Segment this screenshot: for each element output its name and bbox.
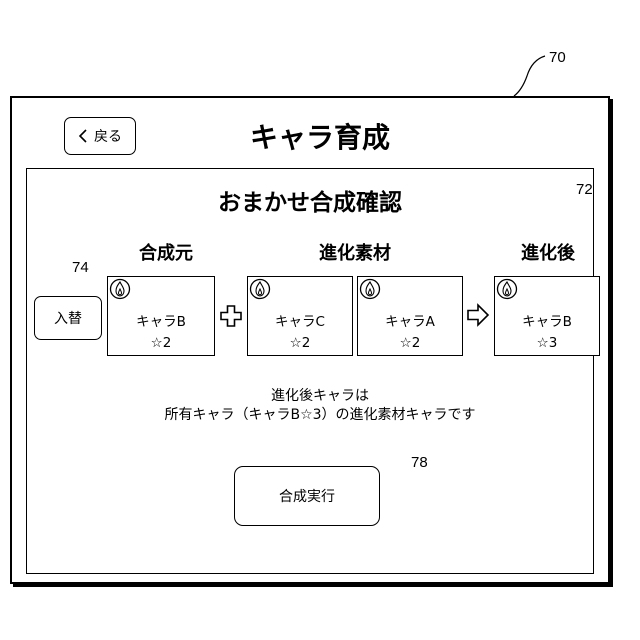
character-name: キャラC [248,310,352,330]
execute-synthesis-button[interactable]: 合成実行 [234,466,380,526]
fire-icon [109,278,131,300]
column-header-materials: 進化素材 [300,239,410,265]
page-title: キャラ育成 [190,116,450,156]
ref-numeral-execute: 78 [411,454,428,471]
plus-icon [219,304,243,328]
character-name: キャラB [108,310,214,330]
ref-numeral-screen: 70 [549,49,566,66]
fire-icon [496,278,518,300]
message-line-2: 所有キャラ（キャラB☆3）の進化素材キャラです [130,404,510,424]
ref-numeral-swap: 74 [72,259,89,276]
chevron-left-icon [78,129,88,143]
back-button-label: 戻る [94,126,122,146]
material-character-card[interactable]: キャラC ☆2 [247,276,353,356]
material-character-card[interactable]: キャラA ☆2 [357,276,463,356]
swap-button[interactable]: 入替 [34,296,102,340]
back-button[interactable]: 戻る [64,117,136,155]
dialog-title: おまかせ合成確認 [160,183,460,217]
column-header-source: 合成元 [118,239,214,265]
column-header-result: 進化後 [500,239,596,265]
character-stars: ☆2 [358,335,462,351]
fire-icon [359,278,381,300]
fire-icon [249,278,271,300]
ref-numeral-panel: 72 [576,181,593,198]
character-name: キャラB [495,310,599,330]
character-stars: ☆2 [248,335,352,351]
character-stars: ☆2 [108,335,214,351]
result-character-card: キャラB ☆3 [494,276,600,356]
character-name: キャラA [358,310,462,330]
message-line-1: 進化後キャラは [130,385,510,405]
character-stars: ☆3 [495,335,599,351]
right-arrow-icon [466,303,490,327]
source-character-card[interactable]: キャラB ☆2 [107,276,215,356]
